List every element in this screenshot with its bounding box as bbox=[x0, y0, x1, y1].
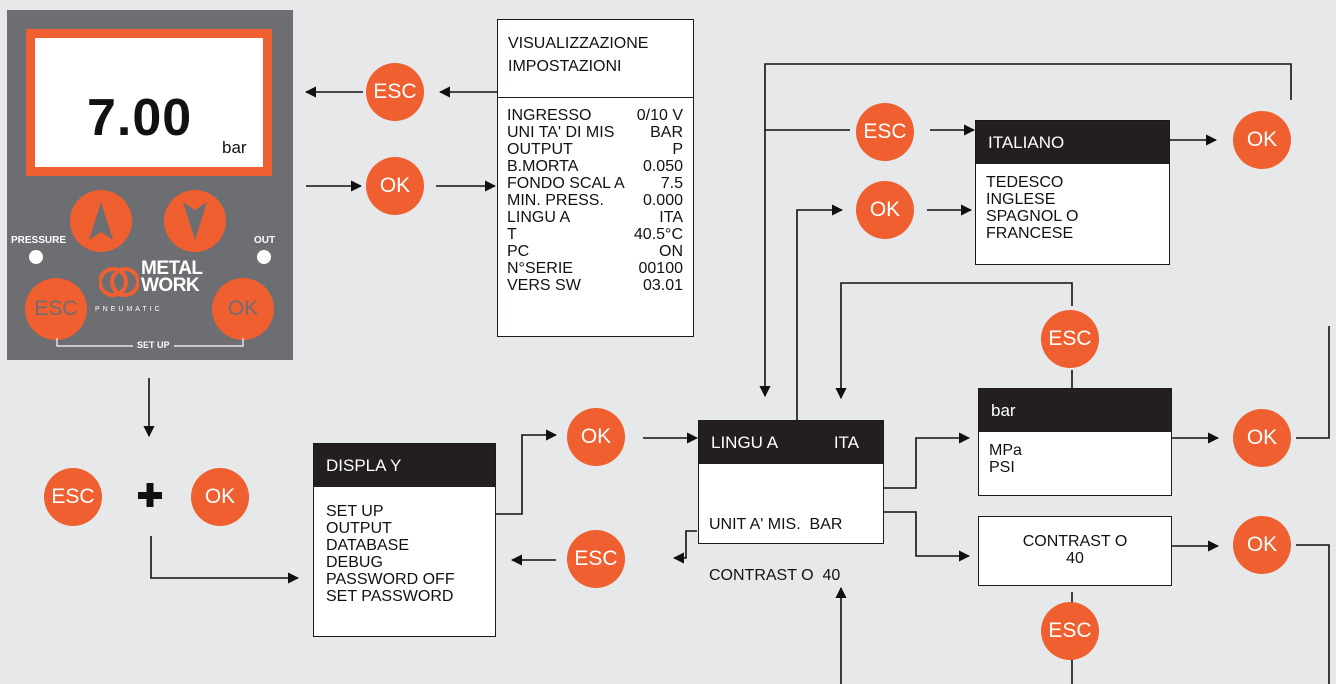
display-option[interactable]: DEBUG bbox=[326, 554, 495, 571]
setup-label: SET UP bbox=[133, 340, 174, 350]
arrow-down-icon bbox=[164, 190, 226, 252]
unit-options: MPa PSI bbox=[979, 432, 1171, 476]
setup-options: UNIT A' MIS. BAR CONTRAST O 40 bbox=[699, 464, 883, 618]
display-option[interactable]: SET PASSWORD bbox=[326, 588, 495, 605]
display-option[interactable]: DATABASE bbox=[326, 537, 495, 554]
pressure-led-label: PRESSURE bbox=[11, 235, 66, 246]
unit-menu: bar MPa PSI bbox=[978, 388, 1172, 496]
ok-button[interactable]: OK bbox=[1233, 409, 1291, 467]
settings-view-title-line-1: VISUALIZZAZIONE bbox=[508, 32, 693, 55]
ok-button[interactable]: OK bbox=[567, 408, 625, 466]
setup-menu: LINGU A ITA UNIT A' MIS. BAR CONTRAST O … bbox=[698, 420, 884, 544]
brand-logo: METAL WORK bbox=[141, 260, 203, 294]
display-menu-header: DISPLA Y bbox=[314, 444, 495, 487]
esc-button[interactable]: ESC bbox=[856, 103, 914, 161]
out-led-label: OUT bbox=[254, 235, 275, 246]
display-option[interactable]: OUTPUT bbox=[326, 520, 495, 537]
up-button[interactable] bbox=[70, 190, 132, 252]
unit-option[interactable]: PSI bbox=[989, 459, 1171, 476]
setup-menu-header: LINGU A ITA bbox=[699, 421, 883, 464]
out-led bbox=[257, 250, 271, 264]
display-menu: DISPLA Y SET UP OUTPUT DATABASE DEBUG PA… bbox=[313, 443, 496, 637]
device-display-frame: 7.00 bar bbox=[26, 29, 272, 176]
metal-work-logo-icon bbox=[99, 262, 139, 302]
brand-subtitle: PNEUMATIC bbox=[95, 306, 163, 313]
ok-button[interactable]: OK bbox=[856, 181, 914, 239]
contrast-label: CONTRAST O bbox=[979, 533, 1171, 550]
esc-button[interactable]: ESC bbox=[366, 63, 424, 121]
contrast-menu: CONTRAST O 40 bbox=[978, 516, 1172, 586]
display-option[interactable]: PASSWORD OFF bbox=[326, 571, 495, 588]
esc-button[interactable]: ESC bbox=[1041, 310, 1099, 368]
language-option[interactable]: INGLESE bbox=[986, 191, 1169, 208]
language-option[interactable]: FRANCESE bbox=[986, 225, 1169, 242]
settings-row: MIN. PRESS.0.000 bbox=[507, 192, 683, 209]
ok-button[interactable]: OK bbox=[1233, 516, 1291, 574]
esc-button[interactable]: ESC bbox=[567, 530, 625, 588]
esc-button[interactable]: ESC bbox=[1041, 602, 1099, 660]
setup-option[interactable]: UNIT A' MIS. BAR bbox=[709, 516, 883, 533]
setup-option[interactable]: CONTRAST O 40 bbox=[709, 567, 883, 584]
display-option[interactable]: SET UP bbox=[326, 503, 495, 520]
unit-option[interactable]: MPa bbox=[989, 442, 1171, 459]
display-options: SET UP OUTPUT DATABASE DEBUG PASSWORD OF… bbox=[314, 487, 495, 605]
language-options: TEDESCO INGLESE SPAGNOL O FRANCESE bbox=[976, 164, 1169, 242]
esc-button[interactable]: ESC bbox=[44, 468, 102, 526]
ok-button[interactable]: OK bbox=[1233, 111, 1291, 169]
contrast-value: 40 bbox=[979, 550, 1171, 567]
language-option[interactable]: TEDESCO bbox=[986, 174, 1169, 191]
language-menu: ITALIANO TEDESCO INGLESE SPAGNOL O FRANC… bbox=[975, 120, 1170, 265]
ok-button[interactable]: OK bbox=[366, 157, 424, 215]
arrow-up-icon bbox=[70, 190, 132, 252]
controller-device: 7.00 bar PRESSURE OUT ESC OK METAL WORK … bbox=[7, 10, 293, 360]
settings-view-title-line-2: IMPOSTAZIONI bbox=[508, 55, 693, 78]
pressure-reading: 7.00 bbox=[87, 88, 192, 148]
unit-menu-header: bar bbox=[979, 389, 1171, 432]
down-button[interactable] bbox=[164, 190, 226, 252]
plus-icon bbox=[138, 483, 162, 507]
language-menu-header: ITALIANO bbox=[976, 121, 1169, 164]
device-display: 7.00 bar bbox=[35, 38, 263, 167]
settings-view-title: VISUALIZZAZIONE IMPOSTAZIONI bbox=[498, 20, 693, 98]
setup-header-value: ITA bbox=[834, 433, 859, 453]
brand-line-2: WORK bbox=[141, 277, 203, 294]
setup-header-name: LINGU A bbox=[711, 433, 778, 453]
language-option[interactable]: SPAGNOL O bbox=[986, 208, 1169, 225]
pressure-unit: bar bbox=[222, 138, 247, 158]
pressure-led bbox=[29, 250, 43, 264]
ok-button[interactable]: OK bbox=[191, 468, 249, 526]
